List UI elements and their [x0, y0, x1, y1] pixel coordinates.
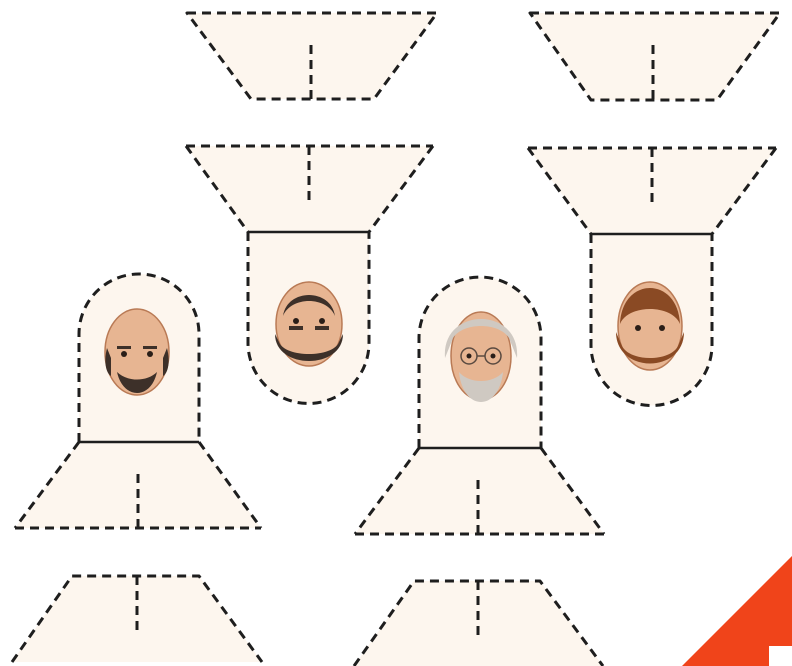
- figure-3: [353, 275, 606, 536]
- figure-2: [184, 144, 435, 405]
- bald-man-beard-icon: [104, 308, 170, 396]
- orange-corner-triangle-icon: [682, 556, 792, 666]
- grey-hair-glasses-man-icon: [444, 311, 518, 402]
- base-top-1: [185, 11, 439, 101]
- figure-4: [526, 146, 778, 407]
- dark-hair-man-icon: [275, 281, 343, 367]
- base-bottom-1: [10, 574, 264, 663]
- base-bottom-2: [352, 579, 605, 666]
- ginger-beard-man-icon: [616, 281, 684, 371]
- figure-1: [13, 272, 263, 530]
- base-top-2: [528, 11, 782, 102]
